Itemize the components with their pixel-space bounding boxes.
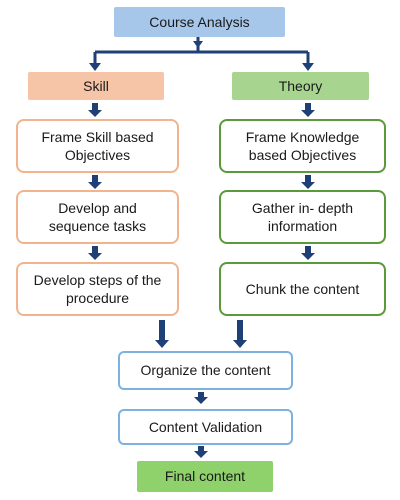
skill-step-3-label: Develop steps of the procedure [33, 271, 162, 306]
organize-box: Organize the content [118, 351, 293, 390]
final-content-label: Final content [164, 468, 246, 485]
arrow-head-theory [302, 63, 314, 71]
skill-header-label: Skill [83, 77, 109, 94]
theory-step-2-label: Gather in- depth information [251, 199, 354, 234]
validation-box: Content Validation [118, 409, 293, 445]
theory-step-2: Gather in- depth information [219, 190, 386, 244]
final-content-box: Final content [137, 461, 273, 492]
skill-step-2: Develop and sequence tasks [16, 190, 179, 244]
skill-header: Skill [28, 72, 164, 100]
theory-header: Theory [232, 72, 369, 100]
theory-step-3: Chunk the content [219, 262, 386, 316]
theory-step-3-label: Chunk the content [245, 280, 360, 297]
theory-step-1: Frame Knowledge based Objectives [219, 119, 386, 173]
arrow-head-top [193, 41, 203, 48]
skill-step-2-label: Develop and sequence tasks [48, 199, 147, 234]
theory-header-label: Theory [278, 77, 323, 94]
skill-step-1: Frame Skill based Objectives [16, 119, 179, 173]
arrow-head-skill [89, 63, 101, 71]
skill-step-1-label: Frame Skill based Objectives [41, 128, 154, 163]
validation-label: Content Validation [148, 418, 263, 435]
organize-label: Organize the content [140, 362, 271, 379]
course-analysis-label: Course Analysis [149, 13, 250, 30]
theory-step-1-label: Frame Knowledge based Objectives [245, 128, 360, 163]
course-analysis-box: Course Analysis [114, 7, 285, 37]
skill-step-3: Develop steps of the procedure [16, 262, 179, 316]
